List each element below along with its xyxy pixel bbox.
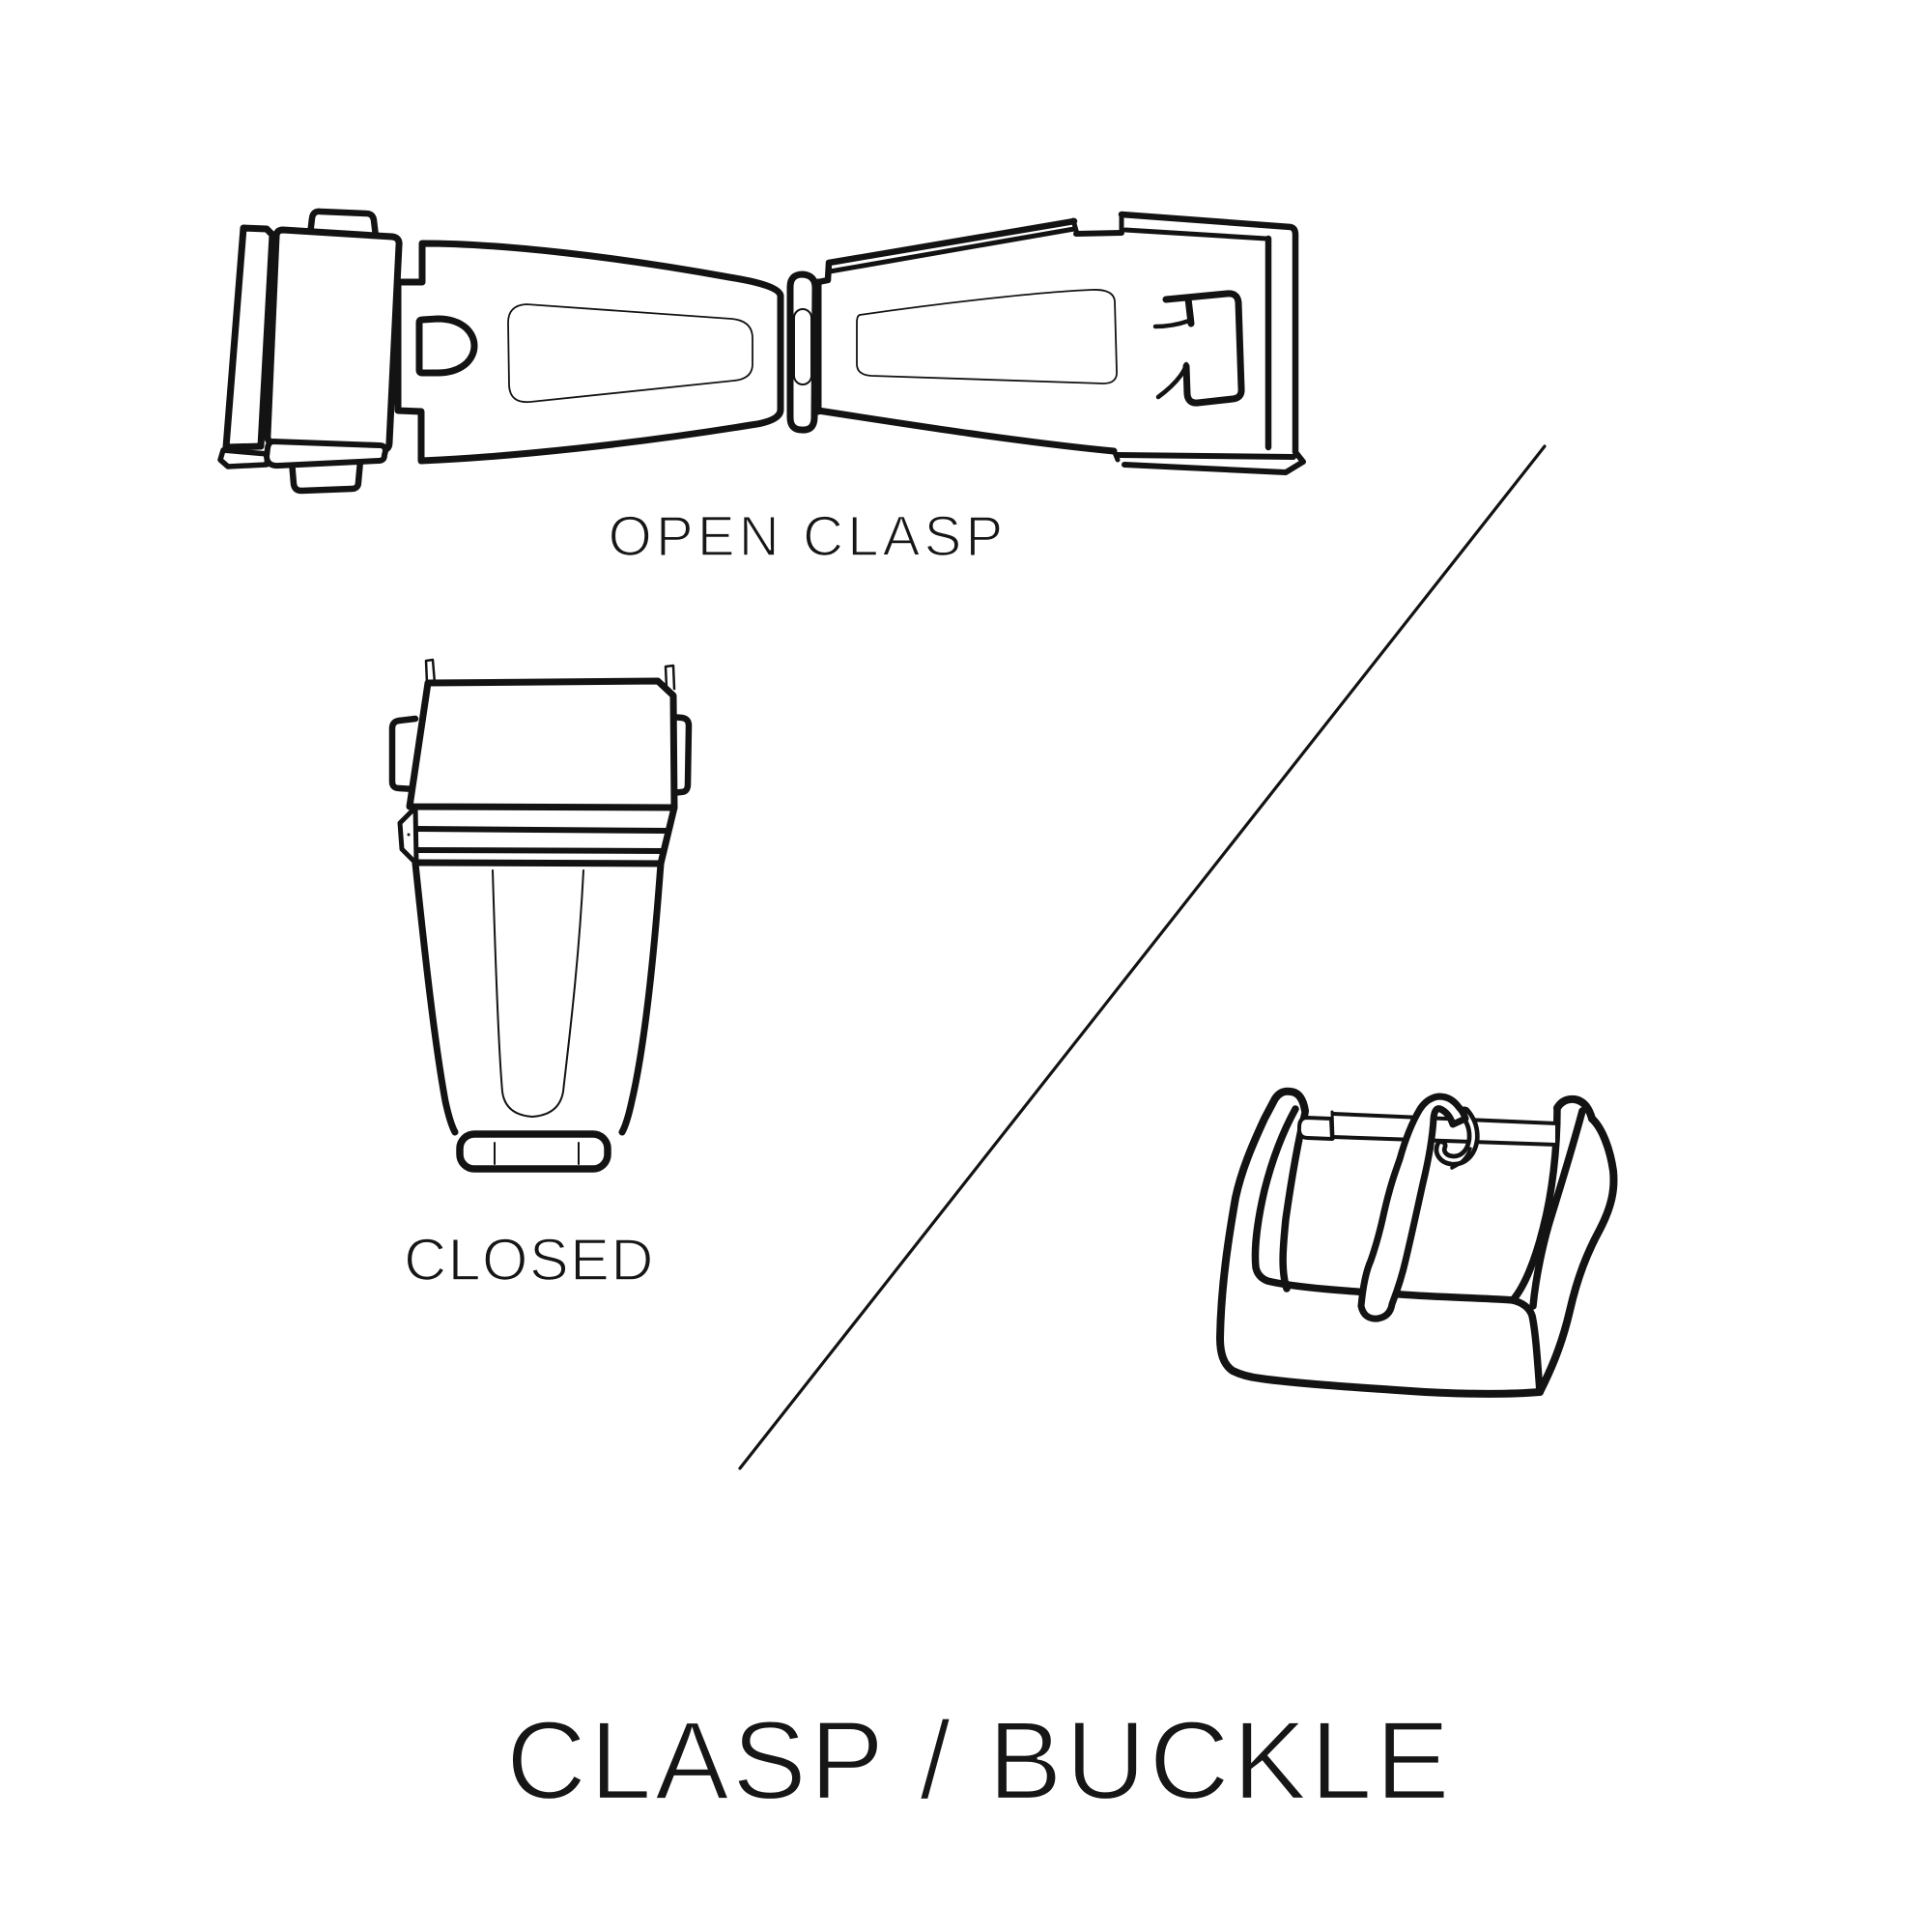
svg-text:CLOSED: CLOSED (404, 1227, 655, 1293)
svg-text:CLASP / BUCKLE: CLASP / BUCKLE (506, 1699, 1453, 1823)
svg-text:OPEN CLASP: OPEN CLASP (609, 505, 1008, 568)
